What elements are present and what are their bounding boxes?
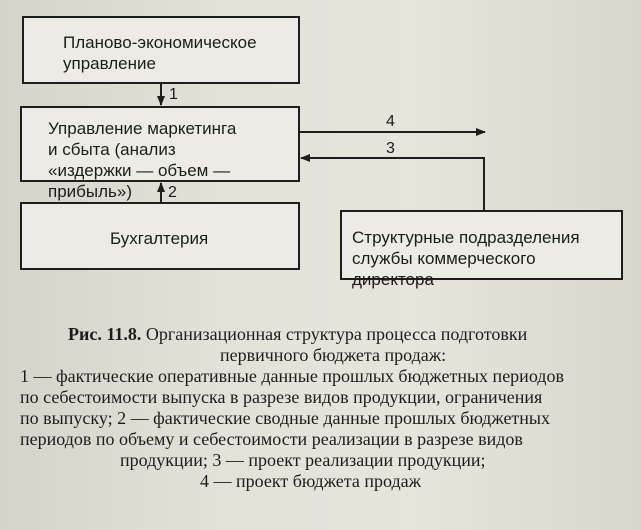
caption-legend-line: 4 — проект бюджета продаж: [200, 471, 422, 491]
caption-legend-line: 1 — фактические оперативные данные прошл…: [20, 366, 564, 386]
box-text-line: Структурные подразделения: [352, 228, 580, 247]
diagram-connectors: [157, 84, 486, 210]
box-text-line: службы коммерческого директора: [352, 249, 536, 289]
caption-title: Организационная структура процесса подго…: [145, 324, 528, 344]
accounting-box: Бухгалтерия: [20, 202, 300, 270]
box-text-line: управление: [63, 54, 156, 73]
figure-caption: Рис. 11.8. Организационная структура про…: [20, 324, 632, 492]
caption-legend-line: продукции; 3 — проект реализации продукц…: [120, 450, 486, 470]
box-text-line: Бухгалтерия: [110, 229, 209, 248]
arrow-3: [300, 154, 485, 210]
caption-title-line: Рис. 11.8. Организационная структура про…: [20, 324, 632, 345]
arrow-label-1: 1: [169, 86, 178, 103]
caption-title-line: первичного бюджета продаж:: [220, 345, 447, 365]
box-text-line: и сбыта (анализ: [48, 140, 176, 159]
box-text-line: «издержки — объем — прибыль»): [48, 161, 231, 201]
structural-divisions-box: Структурные подразделения службы коммерч…: [340, 210, 623, 289]
arrow-label-3: 3: [386, 140, 395, 157]
marketing-department-box: Управление маркетинга и сбыта (анализ «и…: [20, 106, 300, 201]
caption-legend-line: по выпуску; 2 — фактические сводные данн…: [20, 408, 551, 428]
caption-label: Рис. 11.8.: [68, 324, 142, 344]
box-text-line: Планово-экономическое: [63, 33, 257, 52]
caption-legend-line: периодов по объему и себестоимости реали…: [20, 429, 523, 449]
box-text-line: Управление маркетинга: [48, 119, 237, 138]
caption-legend-line: по себестоимости выпуска в разрезе видов…: [20, 387, 543, 407]
arrow-label-4: 4: [386, 113, 395, 130]
arrow-label-2: 2: [168, 184, 177, 201]
planning-department-box: Планово-экономическое управление: [22, 16, 300, 84]
